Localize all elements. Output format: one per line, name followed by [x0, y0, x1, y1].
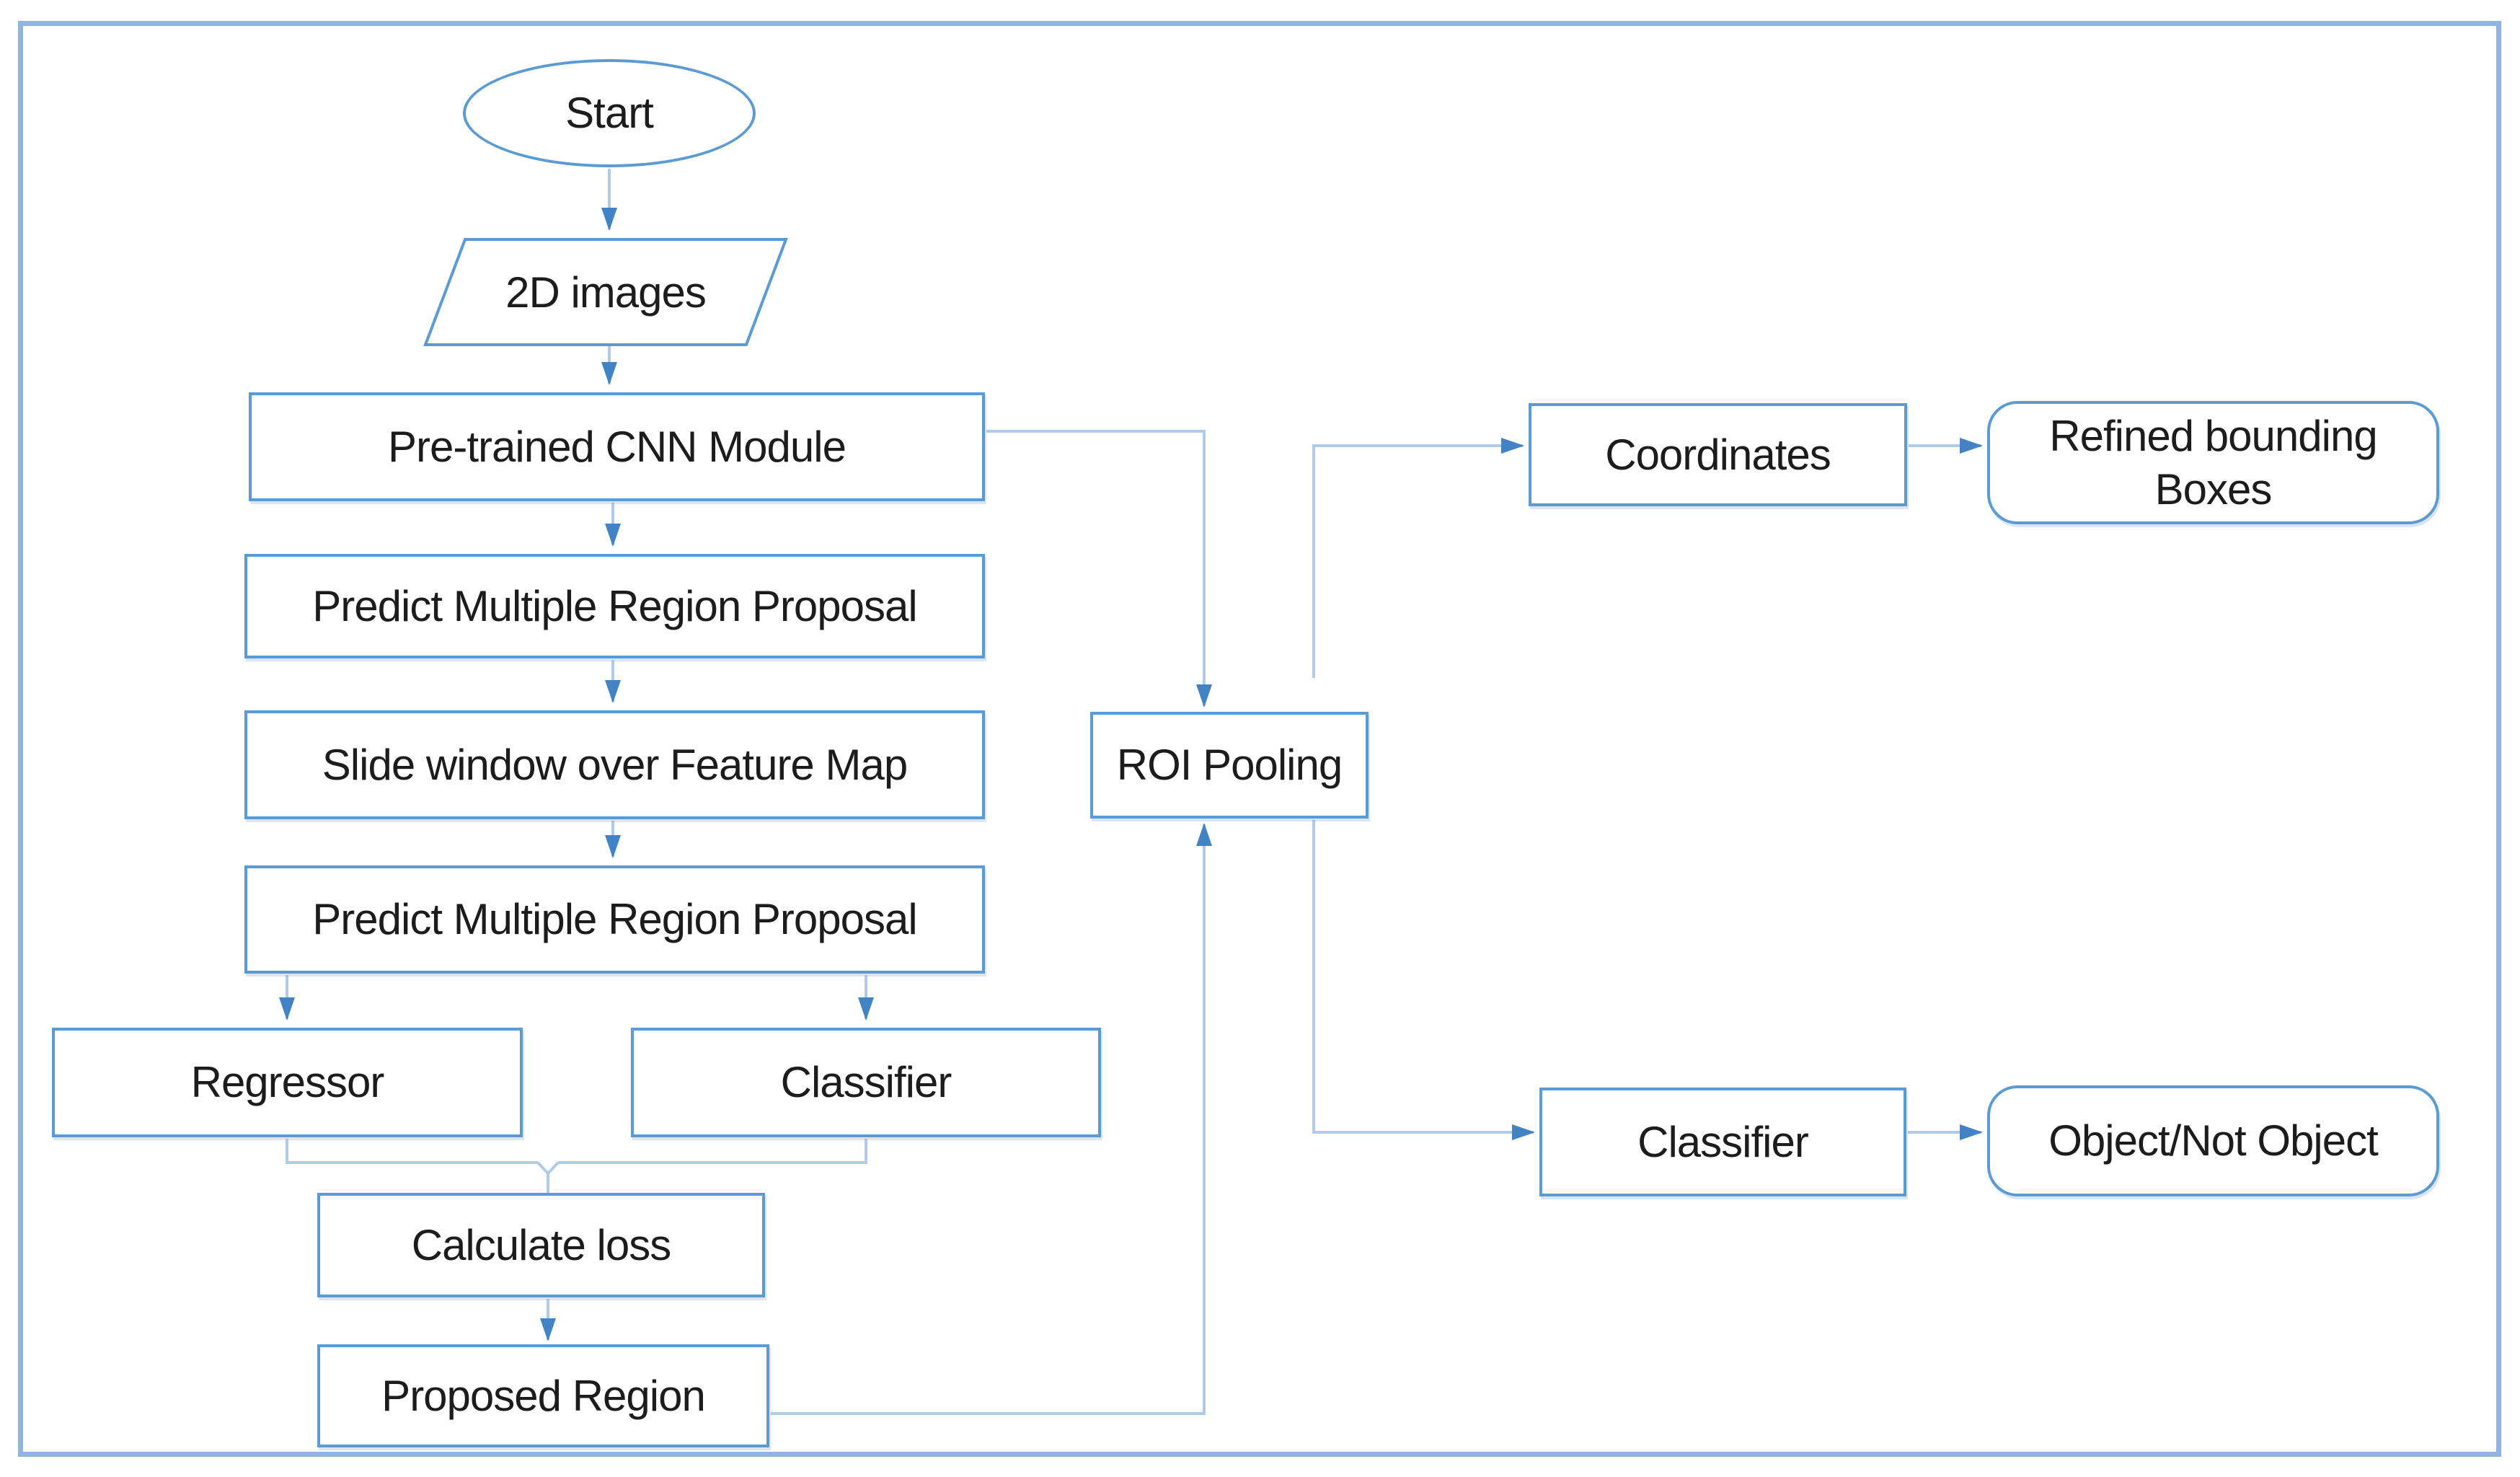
- node-proposed-region-label: Proposed Region: [381, 1371, 706, 1420]
- node-refined-boxes-label: Refined bounding Boxes: [2049, 412, 2377, 513]
- node-start-label: Start: [565, 89, 654, 138]
- node-object-not-object: Object/Not Object: [1987, 1085, 2439, 1196]
- node-slide-window-label: Slide window over Feature Map: [322, 740, 908, 789]
- node-object-not-object-label: Object/Not Object: [2048, 1116, 2379, 1165]
- node-predict-region-1-label: Predict Multiple Region Proposal: [312, 581, 917, 630]
- node-pretrained-cnn-label: Pre-trained CNN Module: [388, 422, 846, 471]
- node-pretrained-cnn: Pre-trained CNN Module: [249, 392, 985, 501]
- node-predict-region-2-label: Predict Multiple Region Proposal: [312, 895, 917, 944]
- node-predict-region-2: Predict Multiple Region Proposal: [244, 865, 985, 974]
- node-predict-region-1: Predict Multiple Region Proposal: [244, 554, 985, 658]
- node-calculate-loss-label: Calculate loss: [411, 1220, 672, 1269]
- node-calculate-loss: Calculate loss: [317, 1193, 765, 1297]
- node-classifier-left: Classifier: [631, 1028, 1101, 1137]
- node-refined-boxes: Refined bounding Boxes: [1987, 401, 2439, 524]
- node-slide-window: Slide window over Feature Map: [244, 710, 985, 819]
- node-regressor: Regressor: [52, 1028, 523, 1137]
- node-classifier-right-label: Classifier: [1637, 1117, 1809, 1166]
- node-classifier-right: Classifier: [1539, 1088, 1906, 1196]
- node-proposed-region: Proposed Region: [317, 1344, 769, 1447]
- node-regressor-label: Regressor: [190, 1058, 385, 1107]
- node-start: Start: [463, 59, 756, 167]
- node-coordinates-label: Coordinates: [1605, 430, 1831, 479]
- node-roi-pooling-label: ROI Pooling: [1116, 741, 1343, 790]
- node-coordinates: Coordinates: [1529, 403, 1907, 506]
- node-2d-images-label: 2D images: [505, 268, 707, 317]
- diagram-frame: [18, 21, 2501, 1457]
- node-classifier-left-label: Classifier: [780, 1058, 952, 1107]
- node-2d-images: 2D images: [425, 239, 786, 345]
- node-roi-pooling: ROI Pooling: [1090, 712, 1369, 819]
